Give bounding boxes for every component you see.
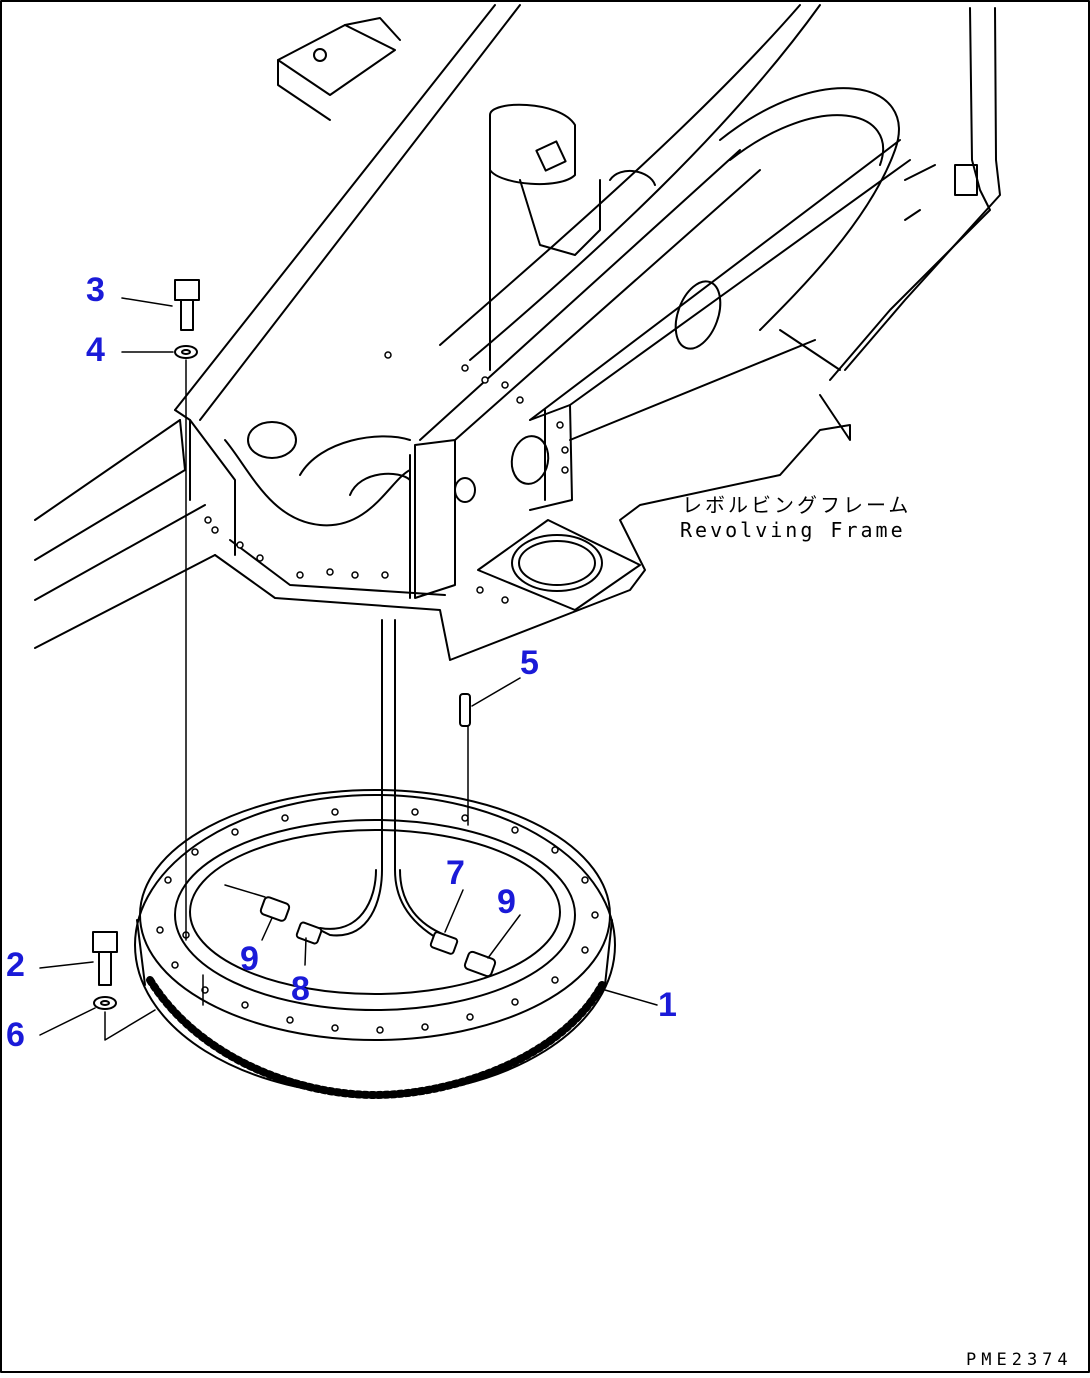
callout-7: 7 [446, 854, 465, 892]
callout-4: 4 [86, 331, 105, 369]
callout-9b: 9 [497, 883, 516, 921]
callout-3: 3 [86, 271, 105, 309]
callout-6: 6 [6, 1016, 25, 1054]
hydraulic-tubes [309, 619, 446, 941]
callout-2: 2 [6, 946, 25, 984]
drawing-id: PME2374 [966, 1350, 1073, 1370]
swing-circle [134, 789, 616, 1099]
revolving-frame-label-en: Revolving Frame [680, 518, 906, 542]
revolving-frame [34, 4, 1001, 661]
fittings [259, 896, 497, 978]
callout-8: 8 [291, 970, 310, 1008]
leader-lines [39, 297, 658, 1041]
revolving-frame-label-jp: レボルビングフレーム [682, 493, 912, 517]
callout-9a: 9 [240, 940, 259, 978]
callout-1: 1 [658, 986, 677, 1024]
callout-5: 5 [520, 644, 539, 682]
fasteners [92, 279, 471, 1010]
